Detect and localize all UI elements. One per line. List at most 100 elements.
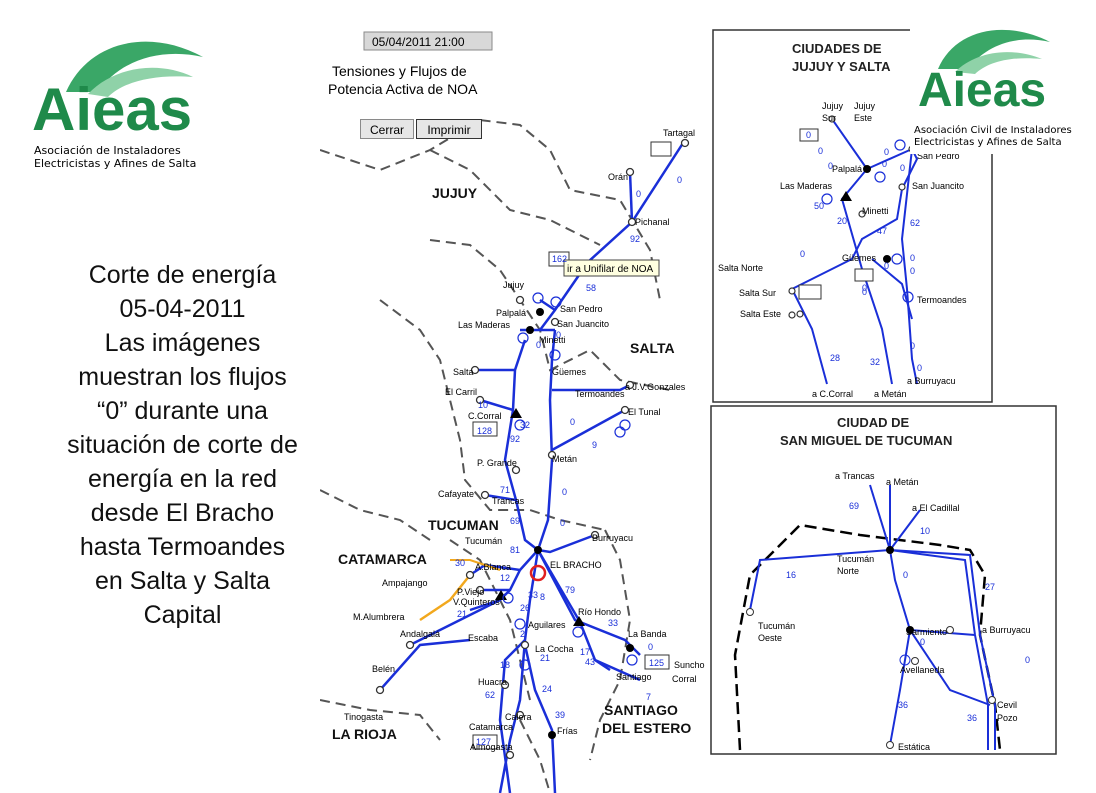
station-label: Huacra: [478, 677, 507, 687]
flow-value: 128: [477, 426, 492, 436]
flow-value: 0: [884, 261, 889, 271]
station-label: Tucumán: [465, 536, 502, 546]
flow-value: 0: [636, 189, 641, 199]
flow-value: 69: [849, 501, 859, 511]
flow-boxes: [472, 141, 672, 750]
station-label: Las Maderas: [458, 320, 511, 330]
station-label: Palpalá: [496, 308, 526, 318]
logo-left: Aieas Asociación de Instaladores Electri…: [28, 22, 228, 177]
flow-value: 30: [455, 558, 465, 568]
flow-value: 2: [520, 629, 525, 639]
flow-value: 92: [630, 234, 640, 244]
region-labels: JUJUY SALTA TUCUMAN CATAMARCA SANTIAGO D…: [332, 185, 691, 742]
station-label: San Juancito: [912, 181, 964, 191]
flow-value: 0: [677, 175, 682, 185]
flow-value: 0: [648, 642, 653, 652]
svg-text:SALTA: SALTA: [630, 340, 675, 356]
station-label: San Juancito: [557, 319, 609, 329]
station-label: Orán: [608, 172, 628, 182]
panel-1-title-1: CIUDADES DE: [792, 41, 882, 56]
station-label: Sur: [822, 113, 836, 123]
station-label: Escaba: [468, 633, 498, 643]
map-title-2: Potencia Activa de NOA: [328, 81, 478, 97]
caption-line: 05-04-2011: [119, 295, 246, 323]
station-label: Belén: [372, 664, 395, 674]
station-label: Este: [854, 113, 872, 123]
flow-value: 0: [818, 146, 823, 156]
flow-value: 0: [903, 570, 908, 580]
orange-line: [419, 574, 471, 622]
svg-text:SANTIAGO: SANTIAGO: [604, 702, 678, 718]
flow-value: 9: [592, 440, 597, 450]
flow-value: 0: [910, 253, 915, 263]
panel-2-title-1: CIUDAD DE: [837, 415, 910, 430]
timestamp: 05/04/2011 21:00: [372, 35, 465, 49]
caption-line: hasta Termoandes: [79, 533, 286, 561]
flow-value: 62: [910, 218, 920, 228]
logo-right: Aieas Asociación Civil de Instaladores E…: [910, 14, 1090, 154]
noa-map: 05/04/2011 21:00 Tensiones y Flujos de P…: [320, 31, 705, 793]
station-label: a El Cadillal: [912, 503, 960, 513]
flow-value: 0: [562, 487, 567, 497]
station-label: Aimogasta: [470, 742, 513, 752]
flow-value: 33: [528, 590, 538, 600]
flow-value: 21: [457, 609, 467, 619]
station-label: Corral: [672, 674, 697, 684]
flow-value: 20: [837, 216, 847, 226]
svg-text:JUJUY: JUJUY: [432, 185, 478, 201]
flow-value: 69: [510, 516, 520, 526]
flow-value: 0: [1025, 655, 1030, 665]
station-label: Río Hondo: [578, 607, 621, 617]
tooltip[interactable]: ir a Unifilar de NOA: [567, 264, 653, 275]
station-label: Palpalá: [832, 164, 862, 174]
flow-value: 24: [542, 684, 552, 694]
flow-value: 0: [882, 159, 887, 169]
flow-value: 0: [806, 130, 811, 140]
flow-value: 79: [565, 585, 575, 595]
caption-line: Corte de energía: [88, 261, 277, 289]
station-label: Jujuy: [854, 101, 876, 111]
svg-text:LA RIOJA: LA RIOJA: [332, 726, 397, 742]
logo-subtitle-1: Asociación Civil de Instaladores: [914, 125, 1072, 136]
flow-value: 81: [510, 545, 520, 555]
caption-line: Capital: [143, 601, 222, 629]
flow-value: 71: [500, 485, 510, 495]
station-label: EL BRACHO: [550, 560, 602, 570]
logo-name: Aieas: [918, 64, 1047, 117]
flow-value: 127: [476, 737, 491, 747]
station-label: Suncho: [674, 660, 705, 670]
flow-value: 0: [862, 283, 867, 293]
generator-icons: [502, 292, 638, 671]
station-label: Minetti: [539, 335, 566, 345]
station-label: Oeste: [758, 633, 782, 643]
station-label: Santiago: [616, 672, 652, 682]
flow-value: 32: [520, 420, 530, 430]
flow-value: 26: [520, 603, 530, 613]
station-label: a Trancas: [835, 471, 875, 481]
flow-value: 0: [862, 287, 867, 297]
flow-value: 0: [910, 341, 915, 351]
station-label: Norte: [837, 566, 859, 576]
station-label: Las Maderas: [780, 181, 833, 191]
flow-value: 92: [510, 434, 520, 444]
station-label: P.Viejo: [457, 587, 484, 597]
svg-text:DEL ESTERO: DEL ESTERO: [602, 720, 691, 736]
panel-1-title-2: JUJUY Y SALTA: [792, 59, 891, 74]
print-button[interactable]: Imprimir: [416, 119, 482, 139]
station-label: San Pedro: [917, 151, 960, 161]
station-label: Cafayate: [438, 489, 474, 499]
station-label: Estática: [898, 742, 930, 752]
close-button[interactable]: Cerrar: [360, 119, 414, 139]
flow-value: 21: [540, 653, 550, 663]
station-label: El Tunal: [628, 407, 661, 417]
flow-value: 28: [830, 353, 840, 363]
svg-text:CATAMARCA: CATAMARCA: [338, 551, 427, 567]
flow-value: 0: [828, 161, 833, 171]
station-label: Cevil: [997, 700, 1017, 710]
station-label: El Carril: [445, 387, 477, 397]
station-label: a C.Corral: [812, 389, 853, 399]
flow-value: 8: [540, 592, 545, 602]
station-label: La Banda: [628, 629, 667, 639]
station-label: Aguilares: [528, 620, 566, 630]
